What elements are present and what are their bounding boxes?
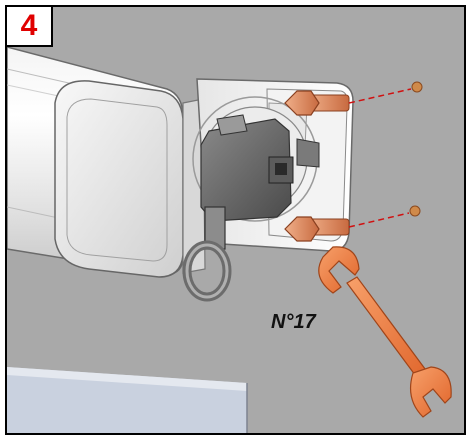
upper-guide-line: [348, 88, 412, 104]
upper-bolt: [284, 90, 350, 116]
illustration-frame: 4 N°17: [5, 5, 466, 435]
lower-bolt: [284, 216, 350, 242]
lower-guide-line: [348, 212, 410, 228]
wrench-size-label: N°17: [271, 311, 316, 333]
lower-wall-plug: [409, 205, 421, 217]
window-panel: [7, 367, 248, 433]
crank-eye-hook: [182, 206, 232, 302]
step-number-badge: 4: [7, 7, 53, 47]
step-number: 4: [20, 9, 38, 42]
end-cap: [54, 80, 206, 278]
installation-scene: [7, 7, 464, 433]
upper-wall-plug: [411, 81, 423, 93]
wrench: [318, 246, 452, 418]
motor-head: [200, 114, 320, 222]
